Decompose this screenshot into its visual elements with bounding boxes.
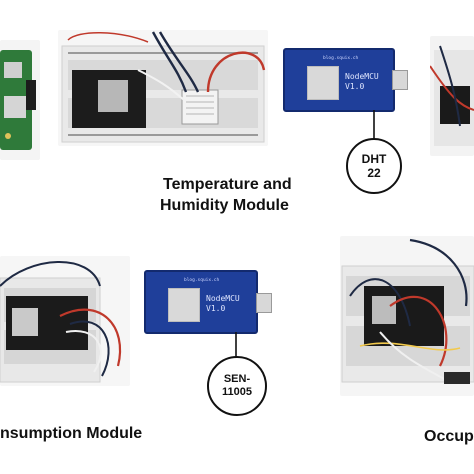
nodemcu-board-illustration-2: blog.squix.ch NodeMCU V1.0 (144, 270, 258, 334)
occupancy-module-title: Occup (424, 428, 474, 445)
raspberry-pi-photo (0, 40, 40, 160)
board-name-line1: NodeMCU (206, 294, 240, 303)
board-url-text: blog.squix.ch (184, 278, 220, 283)
board-name-line2: V1.0 (206, 304, 226, 313)
board-url-text: blog.squix.ch (323, 56, 359, 61)
sensor-label-line2: 22 (367, 166, 381, 180)
usb-port-icon (392, 70, 408, 90)
dht22-sensor-badge: DHT 22 (346, 138, 402, 194)
sensor-label-line1: DHT (361, 152, 387, 166)
consumption-module-title: nsumption Module (0, 425, 143, 442)
board-name-line1: NodeMCU (345, 72, 379, 81)
sen-11005-sensor-badge: SEN- 11005 (207, 356, 267, 416)
temperature-module-title-line1: Temperature and (163, 176, 292, 193)
connector-line (235, 332, 237, 358)
board-name-line2: V1.0 (345, 82, 365, 91)
sensor-label-line2: 11005 (222, 386, 252, 398)
nodemcu-board-illustration: blog.squix.ch NodeMCU V1.0 (283, 48, 395, 112)
wifi-chip (307, 66, 339, 100)
consumption-module-photo (0, 256, 130, 386)
occupancy-module-photo (340, 236, 474, 396)
occupancy-top-photo (430, 36, 474, 156)
temperature-module-photo (58, 30, 268, 146)
usb-port-icon (256, 293, 272, 313)
temperature-module-title-line2: Humidity Module (160, 197, 289, 214)
sensor-label-line1: SEN- (223, 373, 251, 385)
wifi-chip (168, 288, 200, 322)
